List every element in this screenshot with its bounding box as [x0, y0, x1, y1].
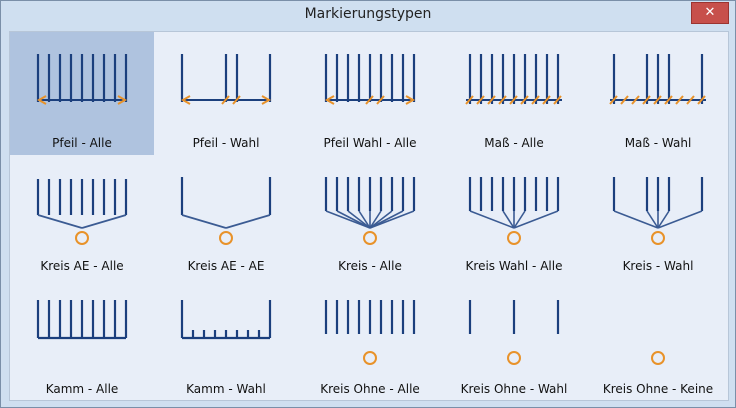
marking-type-comb-all[interactable]: Kamm - Alle [10, 278, 154, 401]
arrow-sel-all-icon [324, 54, 416, 105]
circle-ae-ae-icon [180, 177, 272, 245]
close-button[interactable]: ✕ [691, 2, 729, 24]
marking-type-grid: Pfeil - Alle Pfeil - Wahl Pfeil Wahl - All… [9, 31, 729, 401]
marking-type-label: Maß - Alle [484, 136, 544, 150]
marking-type-label: Kreis - Alle [338, 259, 402, 273]
marking-type-dim-sel[interactable]: Maß - Wahl [586, 32, 730, 155]
marking-type-circle-sel[interactable]: Kreis - Wahl [586, 155, 730, 278]
dim-sel-icon [609, 54, 706, 105]
comb-all-icon [36, 300, 128, 340]
window-title: Markierungstypen [304, 6, 432, 22]
circle-all-icon [324, 177, 416, 245]
comb-sel-icon [180, 300, 272, 340]
title-bar[interactable]: Markierungstypen ✕ [1, 1, 735, 31]
nocirc-all-icon [324, 300, 416, 365]
marking-type-label: Pfeil - Wahl [192, 136, 260, 150]
marking-type-label: Kreis - Wahl [622, 259, 694, 273]
marking-type-label: Pfeil - Alle [52, 136, 112, 150]
marking-type-comb-sel[interactable]: Kamm - Wahl [154, 278, 298, 401]
marking-type-label: Maß - Wahl [624, 136, 692, 150]
marking-type-circle-ae-ae[interactable]: Kreis AE - AE [154, 155, 298, 278]
nocirc-none-icon [651, 351, 665, 365]
arrow-all-icon [36, 54, 128, 105]
nocirc-sel-icon [468, 300, 560, 365]
arrow-sel-icon [180, 54, 272, 105]
circle-ae-all-icon [36, 179, 128, 245]
marking-type-arrow-sel-all[interactable]: Pfeil Wahl - Alle [298, 32, 442, 155]
marking-type-arrow-all[interactable]: Pfeil - Alle [10, 32, 154, 155]
marking-type-arrow-sel[interactable]: Pfeil - Wahl [154, 32, 298, 155]
marking-type-label: Kamm - Alle [45, 382, 119, 396]
marking-type-nocirc-none[interactable]: Kreis Ohne - Keine [586, 278, 730, 401]
marking-type-label: Kreis Wahl - Alle [465, 259, 563, 273]
circle-sel-icon [612, 177, 704, 245]
marking-type-circle-sel-all[interactable]: Kreis Wahl - Alle [442, 155, 586, 278]
dim-all-icon [465, 54, 562, 105]
marking-type-label: Kreis Ohne - Wahl [460, 382, 568, 396]
marking-type-nocirc-sel[interactable]: Kreis Ohne - Wahl [442, 278, 586, 401]
marking-type-label: Pfeil Wahl - Alle [323, 136, 417, 150]
marking-type-label: Kreis Ohne - Keine [602, 382, 714, 396]
marking-type-circle-all[interactable]: Kreis - Alle [298, 155, 442, 278]
marking-type-label: Kreis Ohne - Alle [320, 382, 420, 396]
marking-type-label: Kreis AE - Alle [40, 259, 124, 273]
marking-type-circle-ae-all[interactable]: Kreis AE - Alle [10, 155, 154, 278]
marking-type-label: Kreis AE - AE [187, 259, 265, 273]
marking-type-label: Kamm - Wahl [186, 382, 266, 396]
circle-sel-all-icon [468, 177, 560, 245]
marking-type-nocirc-all[interactable]: Kreis Ohne - Alle [298, 278, 442, 401]
marking-type-dim-all[interactable]: Maß - Alle [442, 32, 586, 155]
